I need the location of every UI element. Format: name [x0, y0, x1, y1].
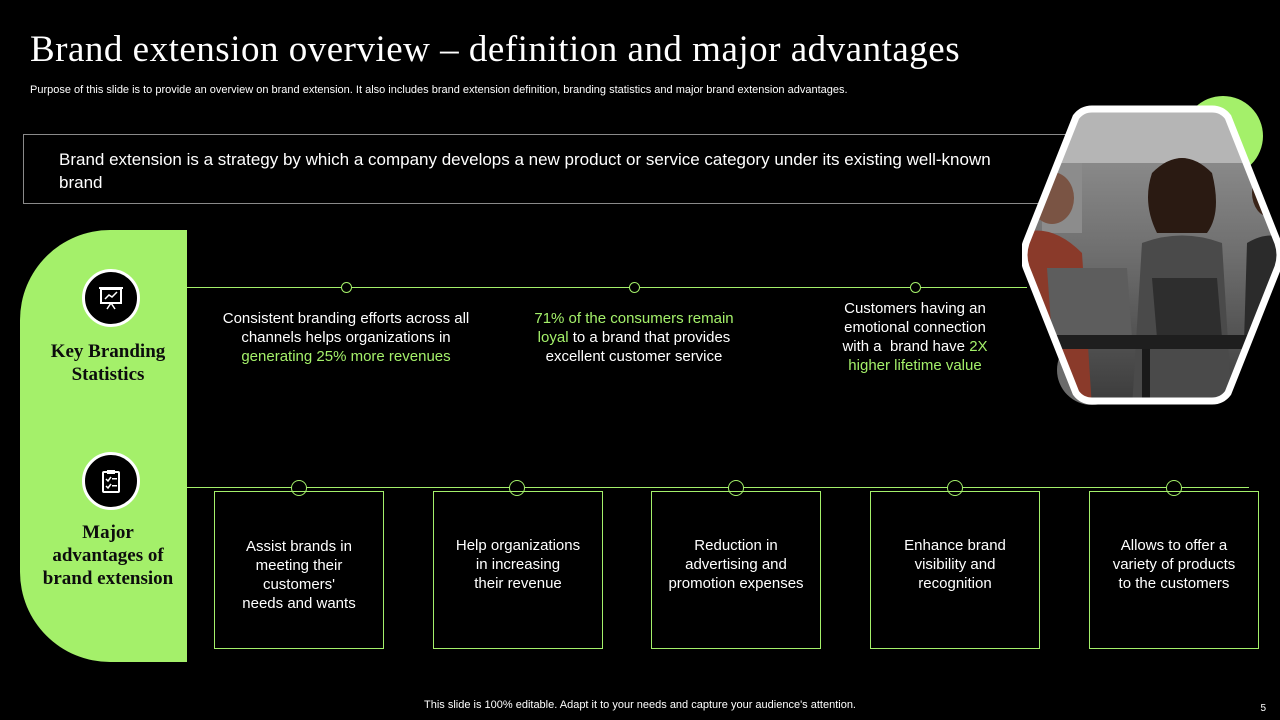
stat-highlight: generating 25% more revenues [241, 348, 451, 365]
advantage-text: Help organizations in increasing their r… [442, 536, 594, 593]
timeline-dot [728, 480, 744, 496]
stat-line: Consistent branding efforts across all [222, 310, 470, 327]
advantage-line: promotion expenses [668, 575, 804, 592]
page-number: 5 [1260, 703, 1266, 714]
slide-title: Brand extension overview – definition an… [30, 29, 961, 70]
footer-note: This slide is 100% editable. Adapt it to… [424, 699, 856, 711]
timeline-dot [1166, 480, 1182, 496]
advantage-line: Help organizations [455, 537, 581, 554]
advantage-box: Help organizations in increasing their r… [433, 491, 603, 649]
timeline-dot [509, 480, 525, 496]
timeline-dot [629, 282, 640, 293]
advantage-line: customers' [262, 576, 336, 593]
advantages-label-line: Major [82, 522, 134, 543]
stat-line: emotional connection [844, 319, 986, 336]
advantage-line: Assist brands in [246, 538, 352, 555]
advantages-label-line: brand extension [42, 568, 174, 589]
advantage-line: recognition [918, 575, 992, 592]
definition-text: Brand extension is a strategy by which a… [59, 150, 991, 192]
stats-section-label: Key Branding Statistics [20, 340, 196, 386]
advantage-line: in increasing [475, 556, 561, 573]
advantage-line: Enhance brand [904, 537, 1006, 554]
stats-label-line: Statistics [71, 364, 145, 385]
definition-box: Brand extension is a strategy by which a… [23, 134, 1103, 204]
timeline-dot [947, 480, 963, 496]
timeline-dot [291, 480, 307, 496]
slide-subtitle: Purpose of this slide is to provide an o… [30, 84, 848, 96]
advantage-text: Assist brands in meeting their customers… [223, 537, 375, 613]
advantages-timeline-line [187, 487, 1249, 488]
advantage-box: Allows to offer a variety of products to… [1089, 491, 1259, 649]
checklist-clipboard-icon [82, 452, 140, 510]
stat-line: to a brand that provides [568, 329, 731, 346]
timeline-dot [341, 282, 352, 293]
stat-line: with a brand have [842, 338, 970, 355]
stat-highlight: loyal [537, 329, 569, 346]
stat-highlight: 71% of the consumers remain [534, 310, 734, 327]
advantage-text: Enhance brand visibility and recognition [879, 536, 1031, 593]
stat-highlight: higher lifetime value [848, 357, 982, 374]
advantage-box: Enhance brand visibility and recognition [870, 491, 1040, 649]
advantages-label-line: advantages of [52, 545, 164, 566]
stat-highlight: 2X [969, 338, 988, 355]
stats-timeline-line [187, 287, 1027, 288]
advantage-line: variety of products [1112, 556, 1236, 573]
advantage-line: visibility and [914, 556, 996, 573]
team-photo [1020, 103, 1280, 408]
advantage-line: their revenue [474, 575, 562, 592]
stat-item: Customers having an emotional connection… [800, 299, 1030, 375]
timeline-dot [910, 282, 921, 293]
advantage-line: needs and wants [242, 595, 356, 612]
advantage-line: Allows to offer a [1120, 537, 1228, 554]
stat-item: Consistent branding efforts across all c… [206, 309, 486, 366]
stat-line: excellent customer service [545, 348, 723, 365]
advantages-section-label: Major advantages of brand extension [20, 521, 196, 590]
advantage-line: meeting their [255, 557, 343, 574]
presentation-board-icon [82, 269, 140, 327]
advantage-line: advertising and [685, 556, 787, 573]
advantage-line: to the customers [1118, 575, 1230, 592]
advantage-box: Reduction in advertising and promotion e… [651, 491, 821, 649]
stat-item: 71% of the consumers remain loyal to a b… [504, 309, 764, 366]
advantage-text: Allows to offer a variety of products to… [1098, 536, 1250, 593]
stat-line: Customers having an [844, 300, 986, 317]
advantage-box: Assist brands in meeting their customers… [214, 491, 384, 649]
advantage-text: Reduction in advertising and promotion e… [660, 536, 812, 593]
stats-label-line: Key Branding [50, 341, 166, 362]
advantage-line: Reduction in [694, 537, 778, 554]
stat-line: channels helps organizations in [241, 329, 451, 346]
